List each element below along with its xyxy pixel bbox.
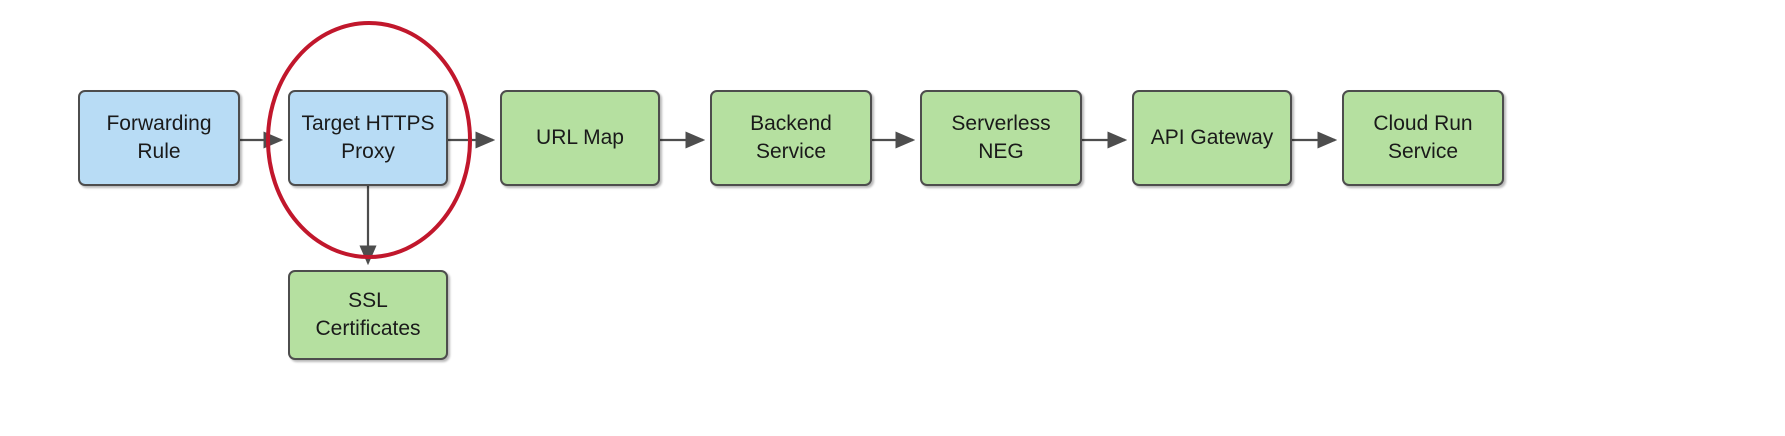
node-label: API Gateway	[1150, 126, 1274, 150]
node-label: SSL Certificates	[315, 289, 421, 340]
node-label: Target HTTPS Proxy	[301, 112, 435, 163]
node-cloud-run-service[interactable]: Cloud Run Service	[1342, 90, 1504, 186]
node-label: Forwarding Rule	[106, 112, 212, 163]
node-ssl-certificates[interactable]: SSL Certificates	[288, 270, 448, 360]
node-label: Serverless NEG	[951, 112, 1051, 163]
node-api-gateway[interactable]: API Gateway	[1132, 90, 1292, 186]
node-url-map[interactable]: URL Map	[500, 90, 660, 186]
node-forwarding-rule[interactable]: Forwarding Rule	[78, 90, 240, 186]
node-backend-service[interactable]: Backend Service	[710, 90, 872, 186]
node-label: Cloud Run Service	[1373, 112, 1473, 163]
node-label: URL Map	[536, 126, 624, 150]
node-serverless-neg[interactable]: Serverless NEG	[920, 90, 1082, 186]
node-label: Backend Service	[750, 112, 832, 163]
node-target-https-proxy[interactable]: Target HTTPS Proxy	[288, 90, 448, 186]
